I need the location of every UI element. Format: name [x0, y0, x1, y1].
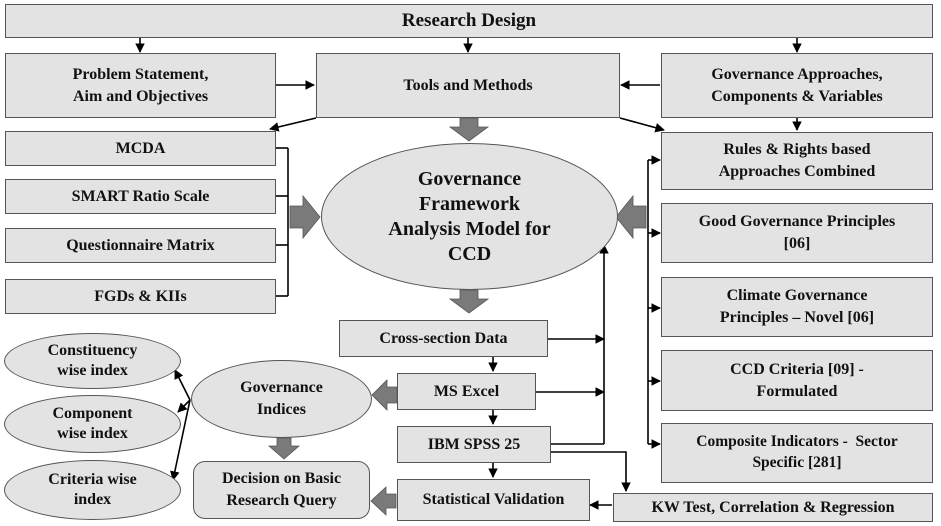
ellipse-central-model: Governance Framework Analysis Model for …: [321, 143, 618, 290]
ellipse-governance-indices: Governance Indices: [191, 360, 372, 438]
connector-tools-mcda: [269, 117, 317, 132]
constituency-index-text: Constituency wise index: [48, 341, 138, 381]
climate-governance-line-2: Principles – Novel [06]: [719, 309, 875, 326]
box-climate-governance: Climate Governance Principles – Novel [0…: [661, 277, 933, 337]
good-governance-text: Good Governance Principles [06]: [699, 211, 895, 254]
problem-statement-line-1: Problem Statement,: [72, 65, 209, 83]
governance-approaches-text: Governance Approaches, Components & Vari…: [711, 64, 883, 107]
box-tools-methods: Tools and Methods: [316, 53, 620, 118]
cross-section-data-text: Cross-section Data: [379, 329, 508, 347]
governance-approaches-line-1: Governance Approaches,: [711, 65, 883, 83]
decision-line-2: Research Query: [226, 492, 337, 509]
criteria-index-line-1: Criteria wise: [48, 471, 137, 488]
problem-statement-text: Problem Statement, Aim and Objectives: [73, 64, 209, 107]
block-arrow-indices-decision: [267, 437, 301, 460]
rules-rights-line-1: Rules & Rights based: [723, 141, 871, 159]
box-cross-section-data: Cross-section Data: [339, 320, 548, 357]
ellipse-component-index: Component wise index: [4, 395, 181, 453]
title-research-design: Research Design: [5, 4, 933, 38]
governance-indices-text: Governance Indices: [240, 377, 323, 420]
box-questionnaire-matrix: Questionnaire Matrix: [5, 228, 276, 263]
composite-indicators-line-1: Composite Indicators - Sector: [696, 433, 898, 451]
connector-criteria-indices: [170, 399, 191, 481]
central-model-line-3: Analysis Model for: [388, 217, 551, 240]
block-arrow-tools-model: [448, 117, 490, 142]
box-fgds-kiis: FGDs & KIIs: [5, 279, 276, 314]
block-arrow-left-model: [289, 194, 321, 240]
component-index-text: Component wise index: [52, 404, 132, 444]
criteria-index-line-2: index: [73, 491, 112, 508]
central-model-line-4: CCD: [447, 242, 492, 265]
block-arrow-validation-decision: [370, 486, 397, 516]
connector-tools-rules: [619, 117, 665, 133]
box-good-governance: Good Governance Principles [06]: [661, 203, 933, 263]
rules-rights-line-2: Approaches Combined: [718, 163, 876, 180]
box-problem-statement: Problem Statement, Aim and Objectives: [5, 53, 276, 118]
fgds-kiis-text: FGDs & KIIs: [94, 287, 187, 305]
good-governance-line-1: Good Governance Principles: [698, 213, 896, 231]
governance-approaches-line-2: Components & Variables: [711, 87, 883, 105]
connector-component-indices: [177, 399, 191, 413]
box-decision: Decision on Basic Research Query: [193, 461, 370, 519]
box-statistical-validation: Statistical Validation: [397, 479, 590, 521]
governance-indices-line-2: Indices: [257, 401, 306, 418]
box-ms-excel: MS Excel: [397, 373, 536, 410]
ellipse-constituency-index: Constituency wise index: [4, 333, 181, 389]
composite-indicators-line-2: Specific [281]: [752, 454, 842, 471]
central-model-line-1: Governance: [417, 167, 522, 190]
constituency-index-line-2: wise index: [57, 362, 128, 379]
rules-rights-text: Rules & Rights based Approaches Combined: [719, 139, 876, 182]
statistical-validation-text: Statistical Validation: [422, 491, 565, 509]
box-composite-indicators: Composite Indicators - Sector Specific […: [661, 423, 933, 483]
central-model-text: Governance Framework Analysis Model for …: [388, 167, 550, 267]
box-rules-rights: Rules & Rights based Approaches Combined: [661, 132, 933, 190]
component-index-line-2: wise index: [57, 425, 128, 442]
questionnaire-matrix-text: Questionnaire Matrix: [66, 236, 215, 254]
ccd-criteria-line-2: Formulated: [756, 382, 838, 400]
ms-excel-text: MS Excel: [433, 382, 500, 400]
box-ccd-criteria: CCD Criteria [09] - Formulated: [661, 350, 933, 411]
decision-text: Decision on Basic Research Query: [222, 468, 341, 511]
central-model-line-2: Framework: [418, 192, 521, 215]
block-arrow-excel-indices: [371, 379, 398, 411]
decision-line-1: Decision on Basic: [221, 470, 342, 488]
box-smart-ratio-scale: SMART Ratio Scale: [5, 179, 276, 214]
criteria-index-text: Criteria wise index: [48, 470, 136, 510]
mcda-text: MCDA: [115, 139, 166, 157]
title-text: Research Design: [401, 10, 537, 32]
constituency-index-line-1: Constituency: [47, 342, 138, 359]
composite-indicators-text: Composite Indicators - Sector Specific […: [696, 432, 897, 474]
climate-governance-text: Climate Governance Principles – Novel [0…: [720, 285, 874, 328]
box-ibm-spss: IBM SPSS 25: [397, 426, 551, 463]
climate-governance-line-1: Climate Governance: [726, 287, 868, 305]
block-arrow-right-model: [615, 194, 647, 240]
problem-statement-line-2: Aim and Objectives: [72, 87, 209, 105]
box-kw-test: KW Test, Correlation & Regression: [613, 493, 933, 522]
governance-indices-line-1: Governance: [240, 379, 323, 397]
block-arrow-model-cross: [448, 289, 490, 314]
ellipse-criteria-index: Criteria wise index: [4, 460, 181, 520]
smart-ratio-scale-text: SMART Ratio Scale: [71, 187, 210, 205]
ccd-criteria-text: CCD Criteria [09] - Formulated: [730, 359, 864, 402]
box-mcda: MCDA: [5, 131, 276, 166]
good-governance-line-2: [06]: [783, 235, 811, 252]
connector-constituency-indices: [174, 369, 191, 401]
component-index-line-1: Component: [52, 405, 133, 422]
kw-test-text: KW Test, Correlation & Regression: [651, 498, 895, 516]
ccd-criteria-line-1: CCD Criteria [09] -: [730, 360, 864, 378]
box-governance-approaches: Governance Approaches, Components & Vari…: [661, 53, 933, 118]
ibm-spss-text: IBM SPSS 25: [427, 435, 521, 453]
connector-spss-kw: [551, 451, 631, 492]
tools-methods-text: Tools and Methods: [403, 76, 533, 94]
